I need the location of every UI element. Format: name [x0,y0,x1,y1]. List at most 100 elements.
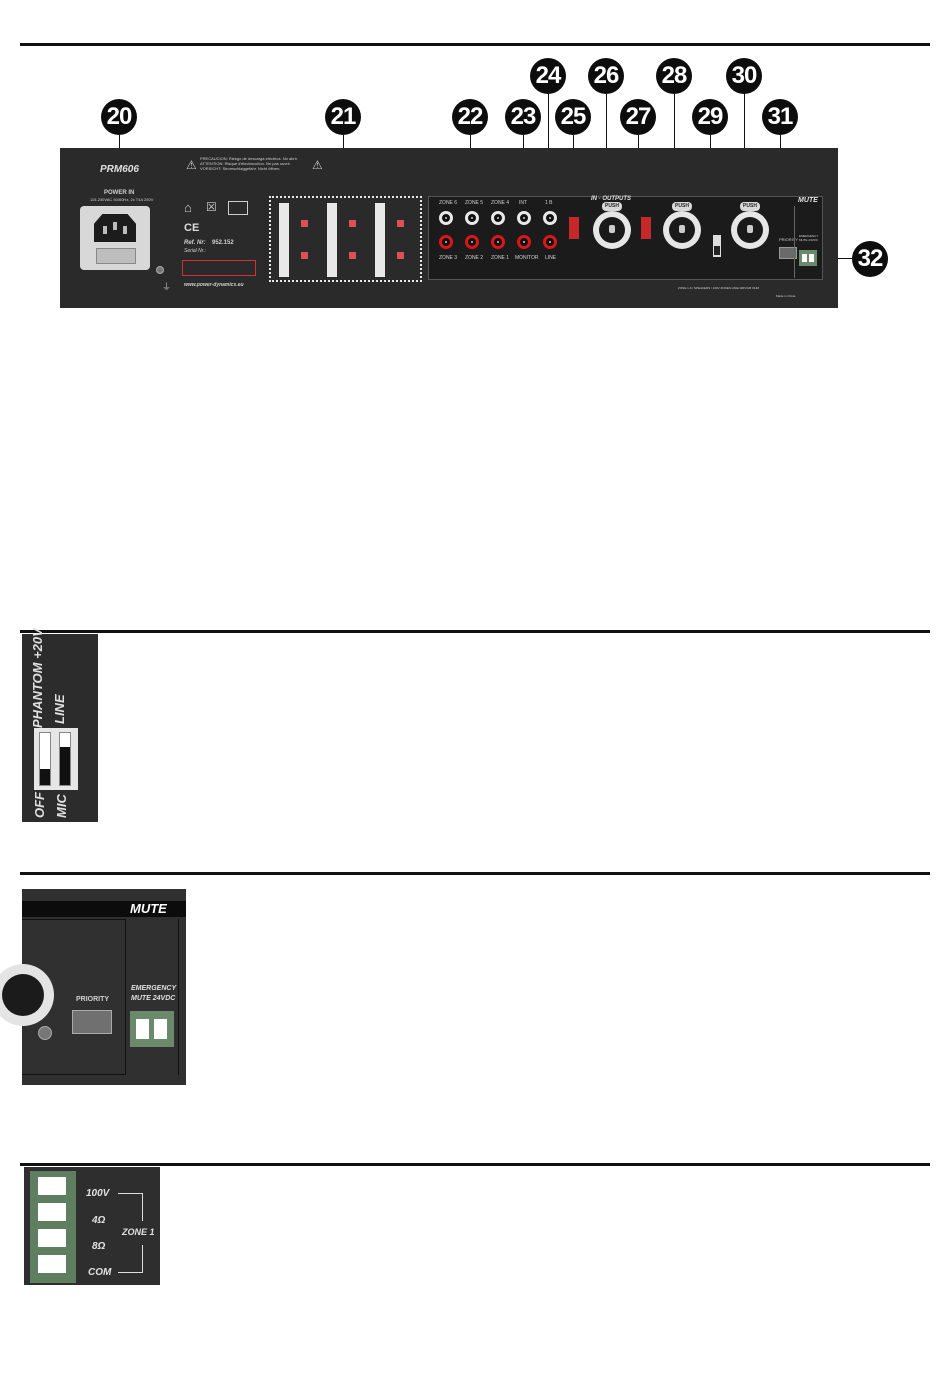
zone-indicator-5 [397,220,404,227]
power-in-label: POWER IN [104,190,135,196]
callout-24: 24 [530,58,566,94]
serial-label: Serial Nr.: [184,248,207,254]
rca-jack-white-2[interactable] [465,211,479,225]
terminal-strip-3[interactable] [375,203,385,277]
rca-jack-red-3[interactable] [491,235,505,249]
xlr-screw-icon [38,1026,52,1040]
phantom-switch-3[interactable] [713,235,721,257]
priority-button[interactable] [779,247,797,259]
xlr-combo-jack-3[interactable] [731,211,769,249]
rca-jack-white-5[interactable] [543,211,557,225]
zone-terminal-block[interactable] [30,1171,76,1283]
rca-jack-white-4[interactable] [517,211,531,225]
line-label: LINE [52,694,67,724]
leader-30 [744,94,745,200]
zone-bracket [118,1193,158,1273]
zone-indicator-4 [349,252,356,259]
off-label: OFF [32,792,47,818]
website: www.power-dynamics.eu [184,282,244,288]
rca-top-label-5: 1 B [545,200,553,206]
terminal-com[interactable] [38,1255,66,1273]
zone-label-8ohm: 8Ω [92,1241,106,1252]
rear-panel: PRM606 POWER IN 115-230VAC 50/60Hz, 2x T… [60,148,838,308]
mute-header-bar [22,901,186,917]
house-icon: ⌂ [184,200,192,215]
zone-label-com: COM [88,1267,112,1278]
rca-jack-white-3[interactable] [491,211,505,225]
weee-bin-icon: ☒ [206,200,217,214]
mute-section: EMERGENCY MUTE 24VDC [794,206,821,278]
iec-power-inlet[interactable] [80,206,150,270]
rca-top-label-4: INT [519,200,528,206]
mic-label: MIC [54,794,69,818]
xlr-combo-jack-1[interactable] [593,211,631,249]
terminal-100v[interactable] [38,1177,66,1195]
push-tab-3: PUSH [740,202,760,211]
made-in-label: Made in China [776,294,796,298]
priority-detail-button[interactable] [72,1010,112,1034]
rca-bottom-label-3: ZONE 1 [491,255,510,261]
phantom-label: PHANTOM +20V [30,628,45,728]
priority-label: PRIORITY [779,237,798,242]
xlr-jack-detail[interactable] [0,964,54,1026]
zone-output-note: ZONE 1-6 / SPEAKERS / 100V ZONES LINE/10… [678,286,760,290]
rca-jack-red-5[interactable] [543,235,557,249]
warning-text: PRECAUCION: Riesgo de descarga eléctrica… [200,156,298,171]
emergency-area: EMERGENCY MUTE 24VDC [126,919,179,1075]
ground-screw [156,266,164,274]
callout-23: 23 [505,99,541,135]
emergency-line1: EMERGENCY [131,985,177,992]
serial-number-box [182,260,256,276]
zone-detail-panel: 100V 4Ω 8Ω COM ZONE 1 [24,1167,160,1285]
zone-indicator-1 [301,220,308,227]
ref-value: 952.152 [212,240,234,246]
phantom-switch-2[interactable] [641,217,651,239]
model-label: PRM606 [100,164,139,175]
priority-detail-label: PRIORITY [76,996,110,1003]
callout-25: 25 [555,99,591,135]
rca-top-label-1: ZONE 6 [439,200,458,206]
zone-indicator-3 [349,220,356,227]
callout-28: 28 [656,58,692,94]
emergency-terminal[interactable] [799,250,817,266]
ref-label: Ref. Nr: [184,240,206,246]
zone-terminal-area [269,196,422,282]
zone-indicator-2 [301,252,308,259]
emergency-terminal-detail[interactable] [130,1011,174,1047]
warning-triangle-icon-2: ⚠ [312,158,323,172]
rca-jack-red-1[interactable] [439,235,453,249]
rca-bottom-label-4: MONITOR [515,255,539,261]
callout-27: 27 [620,99,656,135]
rca-jack-white-1[interactable] [439,211,453,225]
phantom-switch-detail[interactable] [34,728,78,790]
leader-28 [674,94,675,200]
rca-bottom-label-2: ZONE 2 [465,255,484,261]
callout-21: 21 [325,99,361,135]
mute-detail-label: MUTE [130,901,167,916]
fuse-holder[interactable] [96,248,136,264]
section-rule-2 [20,630,930,633]
callout-29: 29 [692,99,728,135]
rca-jack-red-2[interactable] [465,235,479,249]
warning-triangle-icon: ⚠ [186,158,197,172]
section-rule-4 [20,1163,930,1166]
terminal-strip-1[interactable] [279,203,289,277]
terminal-strip-2[interactable] [327,203,337,277]
rca-top-label-2: ZONE 5 [465,200,484,206]
rca-jack-red-4[interactable] [517,235,531,249]
callout-26: 26 [588,58,624,94]
xlr-combo-jack-2[interactable] [663,211,701,249]
section-rule-1 [20,43,930,46]
terminal-8ohm[interactable] [38,1229,66,1247]
phantom-switch-1[interactable] [569,217,579,239]
ground-symbol-icon: ⏚ [162,282,172,292]
leader-26 [606,94,607,200]
emergency-label: EMERGENCY MUTE 24VDC [799,234,819,242]
io-section: ZONE 6 ZONE 5 ZONE 4 INT 1 B ZONE 3 ZONE… [428,196,823,280]
emergency-line2: MUTE 24VDC [131,995,176,1002]
zone-indicator-6 [397,252,404,259]
terminal-4ohm[interactable] [38,1203,66,1221]
callout-22: 22 [452,99,488,135]
rca-bottom-label-5: LINE [545,255,557,261]
zone-label-100v: 100V [86,1188,110,1199]
